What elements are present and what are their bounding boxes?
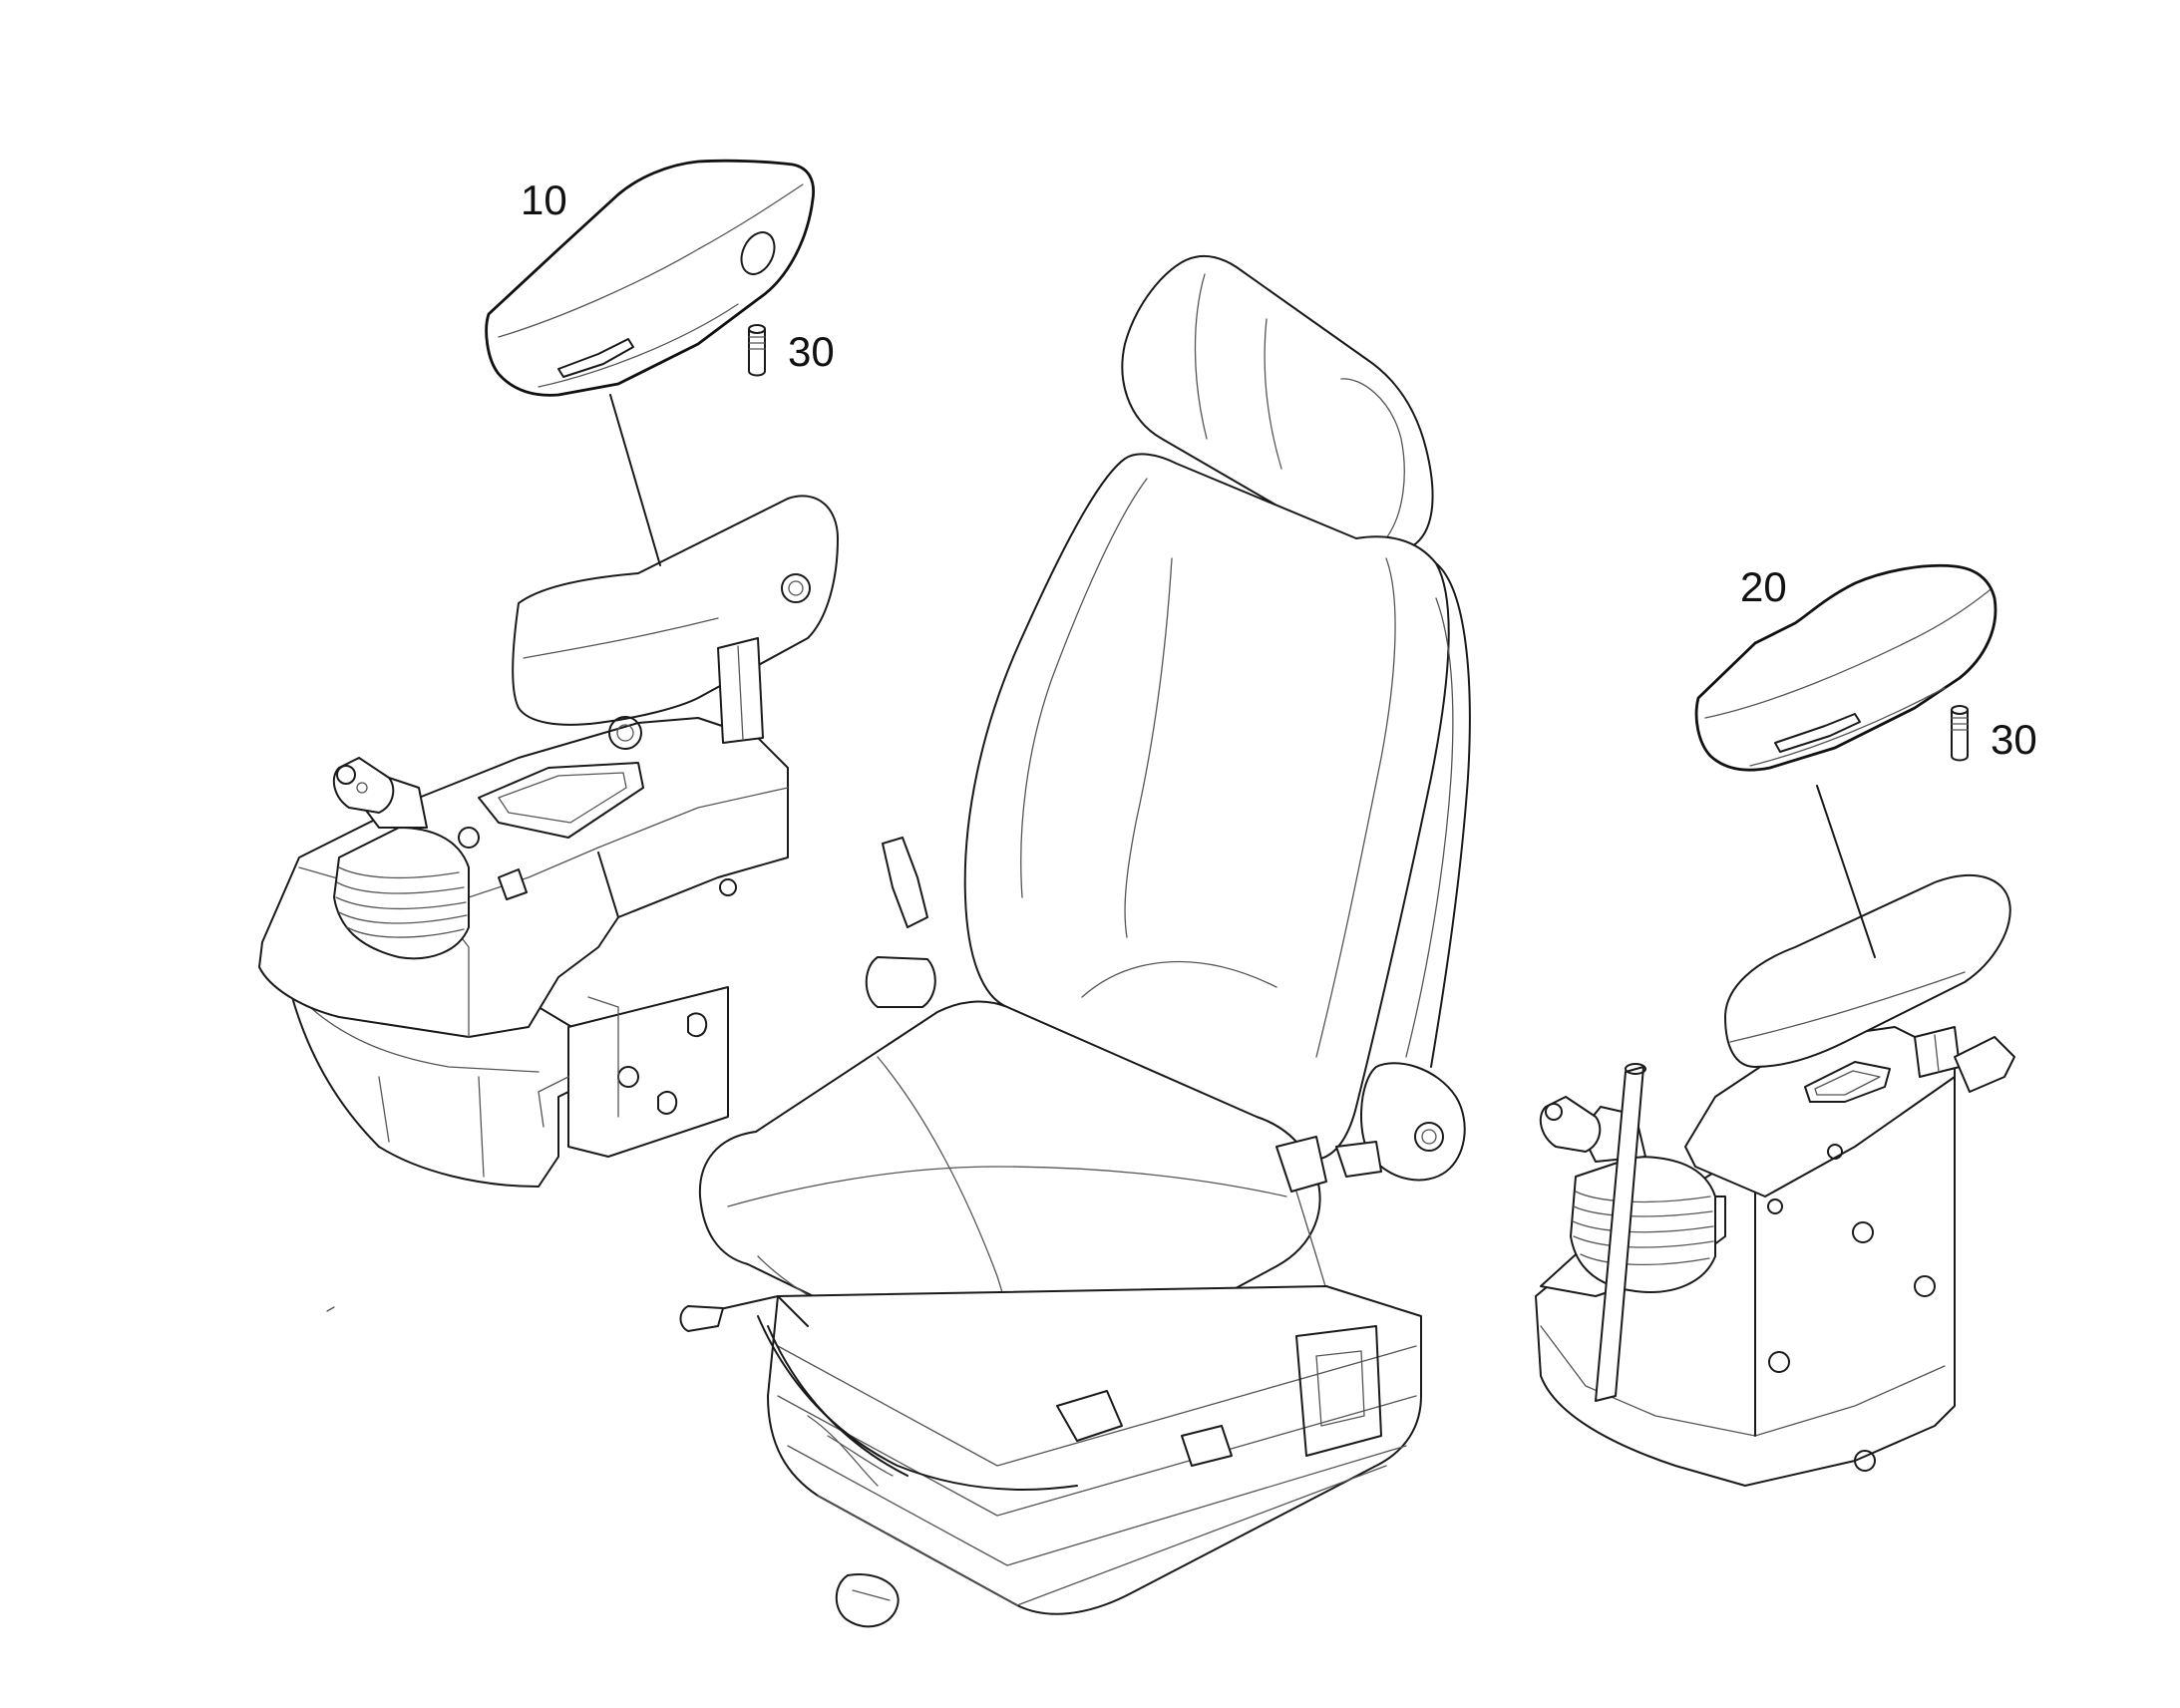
seat-backrest <box>963 453 1471 1162</box>
armrest-pad-right <box>1694 563 1998 772</box>
seat-recline-knob <box>1359 1062 1466 1182</box>
callout-label-20: 20 <box>1740 563 1787 610</box>
callout-label-10: 10 <box>521 176 567 223</box>
leader-line-left <box>609 394 661 566</box>
seat-suspension-base <box>767 1285 1422 1615</box>
armrest-pad-left <box>485 159 816 397</box>
leader-line-right <box>1816 785 1876 958</box>
callout-label-30-left: 30 <box>788 328 835 375</box>
stray-mark <box>326 1306 335 1312</box>
left-control-console <box>258 495 839 1188</box>
right-joystick <box>1539 1096 1716 1293</box>
seat-belt <box>865 837 1382 1321</box>
throttle-lever <box>1595 1063 1646 1402</box>
seat-headrest <box>1121 254 1434 552</box>
left-joystick <box>332 757 470 960</box>
seat-adjustment-lever <box>679 1295 1078 1491</box>
right-control-console <box>1535 873 2015 1487</box>
pin-right <box>1951 705 1969 762</box>
callout-label-30-right: 30 <box>1991 716 2037 763</box>
operator-seat <box>679 254 1471 1628</box>
pin-left <box>748 324 766 377</box>
seat-height-knob <box>835 1573 900 1628</box>
